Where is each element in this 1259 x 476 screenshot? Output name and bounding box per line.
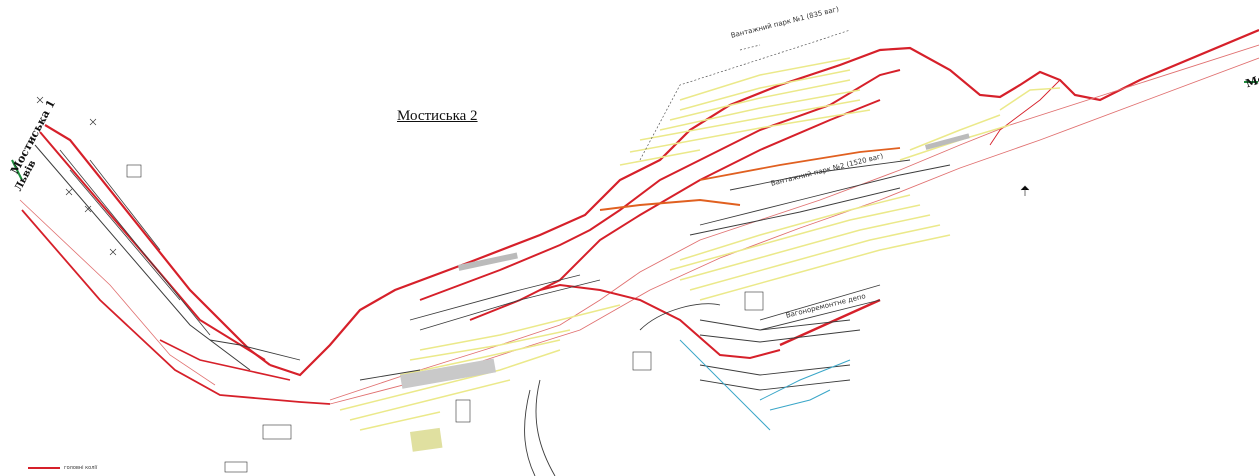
depot-tracks-blue <box>679 339 851 431</box>
signal-markers <box>36 96 1030 256</box>
main-tracks <box>269 28 1259 405</box>
yard-tracks-yellow <box>339 57 1061 431</box>
legend-label: головні колії <box>64 465 98 471</box>
left-approach-tracks <box>19 124 331 405</box>
station-title: Мостиська 2 <box>397 108 478 124</box>
boundary-dotted <box>639 29 851 161</box>
platforms <box>126 133 970 473</box>
left-green-marker <box>11 159 23 181</box>
yard-tracks-dark <box>359 159 951 476</box>
